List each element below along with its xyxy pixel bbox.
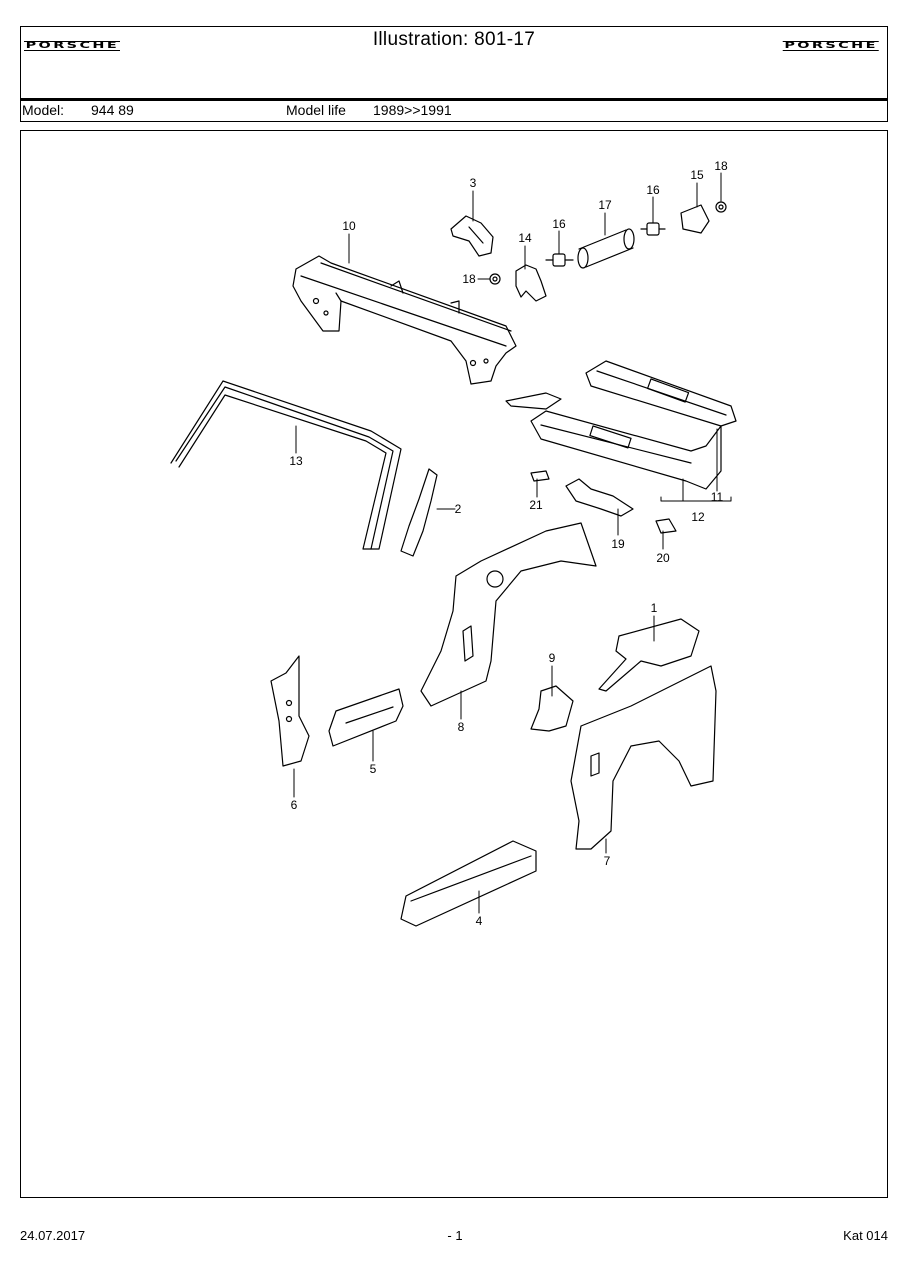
porsche-logo-left: PORSCHE <box>24 41 121 51</box>
part-8-inner-quarter-panel <box>420 522 597 707</box>
part-4-side-sill <box>400 840 537 927</box>
callout-18-right: 18 <box>714 159 728 173</box>
footer-page: - 1 <box>447 1228 463 1243</box>
model-value: 944 89 <box>91 102 134 118</box>
part-6-b-pillar <box>270 655 310 767</box>
part-2-a-pillar <box>400 468 438 557</box>
porsche-logo-right: PORSCHE <box>782 41 879 51</box>
part-13-frame-seal <box>170 380 402 550</box>
callout-1: 1 <box>651 601 658 615</box>
header-rule <box>21 98 887 101</box>
part-11-lower-rail <box>530 410 722 490</box>
callout-16-right: 16 <box>646 183 660 197</box>
model-life-label: Model life <box>286 102 346 118</box>
model-row: Model: 944 89 Model life 1989>>1991 <box>21 101 887 121</box>
model-life-value: 1989>>1991 <box>373 102 452 118</box>
callout-13: 13 <box>289 454 303 468</box>
callout-8: 8 <box>458 720 465 734</box>
callout-5: 5 <box>370 762 377 776</box>
part-15-bracket <box>680 204 710 234</box>
part-3-bracket <box>450 215 494 257</box>
part-20-clip <box>655 518 677 534</box>
part-16-mount-right <box>640 222 666 236</box>
part-7-outer-quarter-panel <box>570 665 717 850</box>
parts-diagram: 1 2 3 4 5 6 7 8 9 10 11 12 13 14 15 16 1… <box>170 159 737 928</box>
footer-catalog: Kat 014 <box>843 1228 888 1243</box>
callout-16-left: 16 <box>552 217 566 231</box>
callout-4: 4 <box>476 914 483 928</box>
illustration-frame: 1 2 3 4 5 6 7 8 9 10 11 12 13 14 15 16 1… <box>20 130 888 1198</box>
callout-17: 17 <box>598 198 612 212</box>
part-14-bracket <box>515 264 547 302</box>
callout-20: 20 <box>656 551 670 565</box>
callout-11: 11 <box>711 490 724 504</box>
callout-3: 3 <box>470 176 477 190</box>
callout-2: 2 <box>455 502 462 516</box>
part-10-cross-member <box>292 255 517 385</box>
leader-lines <box>293 172 732 914</box>
callout-18-left: 18 <box>462 272 476 286</box>
header-box: PORSCHE Illustration: 801-17 PORSCHE Mod… <box>20 26 888 122</box>
model-label: Model: <box>22 102 65 118</box>
footer-date: 24.07.2017 <box>20 1228 86 1243</box>
part-16-mount-left <box>545 253 574 267</box>
part-18-nut-right <box>715 201 727 213</box>
part-11-upper-rail <box>585 360 737 427</box>
callout-10: 10 <box>342 219 356 233</box>
part-17-cylinder <box>577 228 635 269</box>
part-9-bracket <box>530 685 574 732</box>
callout-6: 6 <box>291 798 298 812</box>
callout-21: 21 <box>529 498 543 512</box>
part-5-reinforcement <box>328 688 404 747</box>
illustration-title: Illustration: 801-17 <box>372 29 536 50</box>
part-19-inner-panel <box>565 478 634 517</box>
part-21-clip <box>530 470 550 482</box>
callout-14: 14 <box>518 231 532 245</box>
part-1-rear-panel <box>598 618 700 692</box>
callout-15: 15 <box>690 168 704 182</box>
callout-19: 19 <box>611 537 625 551</box>
callout-7: 7 <box>604 854 611 868</box>
part-12-sill-strip <box>505 392 562 410</box>
callout-9: 9 <box>549 651 556 665</box>
part-18-nut-left <box>489 273 501 285</box>
callout-labels: 1 2 3 4 5 6 7 8 9 10 11 12 13 14 15 16 1… <box>289 159 728 928</box>
callout-12: 12 <box>691 510 705 524</box>
